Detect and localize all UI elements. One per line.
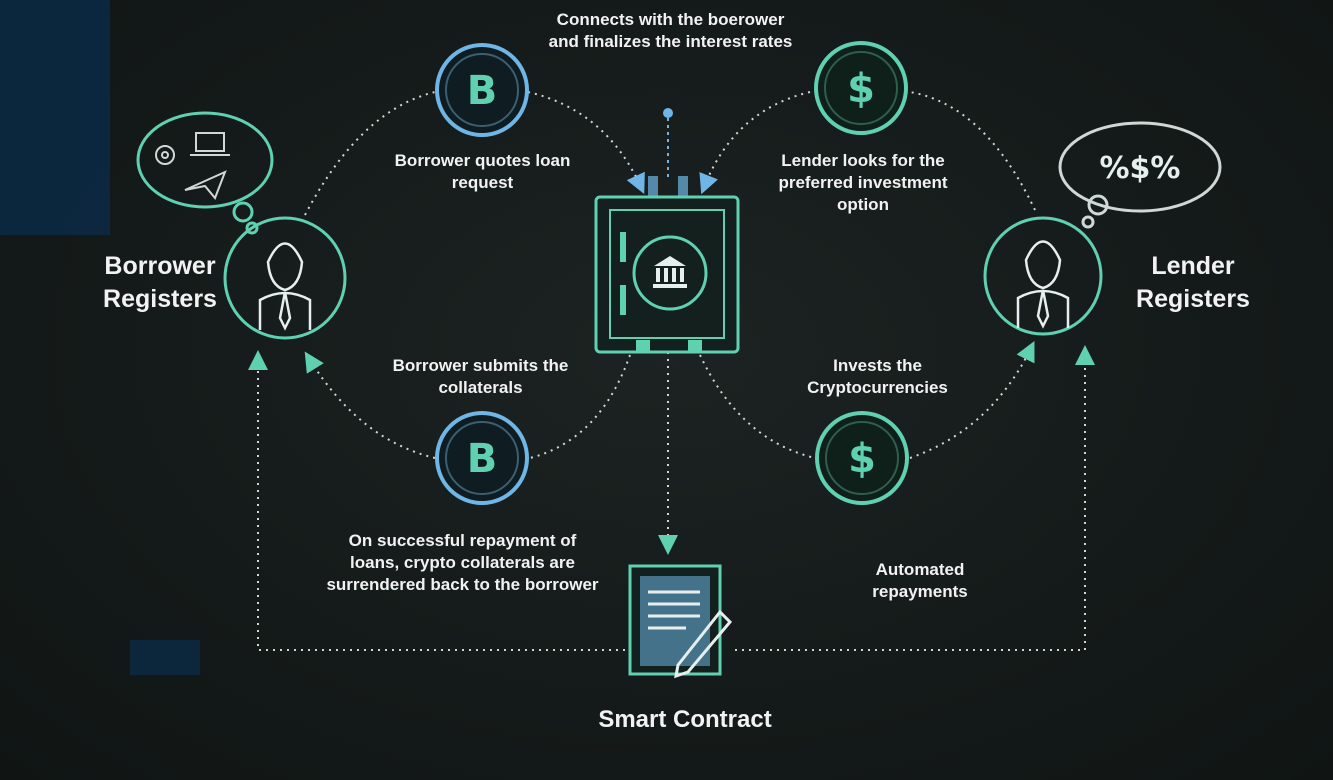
lender-person-icon [983,216,1103,336]
arc-vault-to-dollar-bottom [699,354,816,459]
borrower-thought-bubble [136,111,274,235]
borrower-person-icon [223,216,347,340]
smart-contract-label: Smart Contract [598,706,772,733]
lender-thought-bubble [1058,121,1222,229]
connect-label: Connects with the boerower and finalizes… [548,10,793,51]
bitcoin-glyph: B [467,68,498,114]
repayment-left-label: On successful repayment of loans, crypto… [326,531,599,594]
airplane-icon [184,170,227,200]
borrower-submits-label: Borrower submits the collaterals [392,356,569,397]
arc-lender-to-dollar [909,91,1036,211]
arc-bitcoin-to-borrower [304,351,436,459]
contract-document-icon [628,564,733,679]
invests-label: Invests the Cryptocurrencies [807,356,948,397]
background-patch [0,0,110,235]
dollar-glyph: $ [848,436,876,482]
connector-pin-icon [663,108,673,180]
arc-vault-to-bitcoin-bottom [529,354,631,459]
laptop-icon [190,132,230,156]
repayment-right-label: Automated repayments [872,560,968,601]
dollar-coin-icon-bottom [815,411,909,505]
percent-dollar-icon: %$% [1100,151,1181,186]
lender-looks-label: Lender looks for the preferred investmen… [778,151,948,214]
borrower-label: Borrower Registers [103,252,217,313]
bitcoin-coin-icon-bottom [435,411,529,505]
pen-icon [674,609,733,679]
bitcoin-glyph: B [467,436,498,482]
bank-icon [653,256,687,288]
dollar-glyph: $ [847,66,875,112]
vault-icon [594,195,740,354]
lender-label: Lender Registers [1136,252,1250,313]
dollar-coin-icon-top [814,41,908,135]
background-patch [130,640,200,675]
gear-icon [155,145,175,165]
bitcoin-coin-icon-top [435,43,529,137]
line-contract-to-borrower [248,350,625,651]
borrower-quotes-label: Borrower quotes loan request [394,151,571,192]
line-contract-to-lender [735,345,1095,651]
